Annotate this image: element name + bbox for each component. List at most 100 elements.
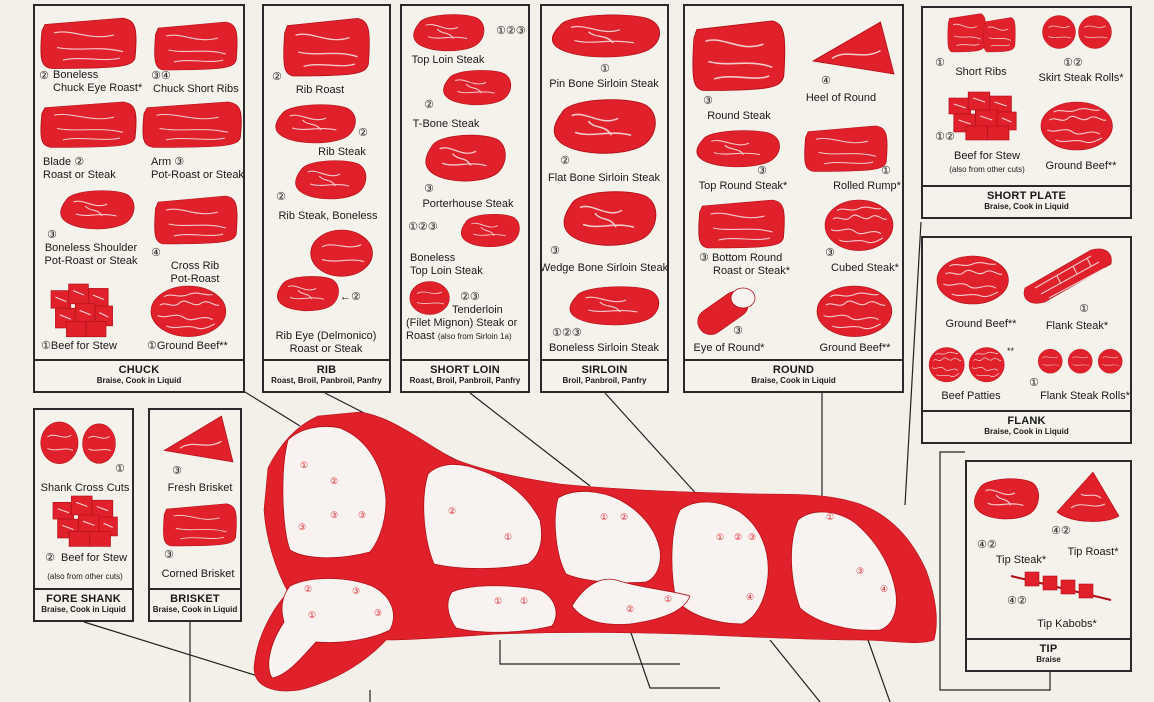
cut-number: ②③ (460, 291, 480, 303)
panel-title: TIP (1039, 643, 1058, 655)
cut-label: Pin Bone Sirloin Steak (549, 78, 659, 90)
cut-label: Ground Beef** (1045, 160, 1117, 172)
cut-number: ③④ (151, 70, 171, 82)
cut-label: Porterhouse Steak (422, 198, 514, 210)
cut-label: Eye of Round* (693, 342, 765, 354)
cut-number: ④② (1051, 525, 1071, 537)
svg-text:③: ③ (298, 522, 306, 532)
cut-label: Corned Brisket (161, 568, 235, 580)
svg-text:②: ② (330, 476, 338, 486)
cut-label: ①Ground Beef** (147, 340, 228, 352)
panel-subtitle: Broil, Panbroil, Panfry (562, 376, 647, 385)
svg-text:①: ① (716, 532, 724, 542)
cut-number: ③ (164, 549, 174, 561)
cut-label: Heel of Round (805, 92, 877, 104)
panel-footer: SHORT PLATE Braise, Cook in Liquid (923, 185, 1130, 217)
cut-note: (also from other cuts) (47, 572, 123, 581)
panel-footer: BRISKET Braise, Cook in Liquid (150, 588, 240, 620)
panel-footer: SIRLOIN Broil, Panbroil, Panfry (542, 359, 667, 391)
svg-text:①: ① (664, 594, 672, 604)
cut-number: ** (1007, 346, 1015, 356)
panel-title: FORE SHANK (46, 593, 121, 605)
svg-text:①: ① (300, 460, 308, 470)
cut-label: Flank Steak Rolls* (1040, 390, 1130, 402)
cut-sections (268, 426, 897, 679)
panel-subtitle: Braise, Cook in Liquid (984, 427, 1069, 436)
cut-label: Ground Beef** (945, 318, 1017, 330)
fore-shank-panel: ① Shank Cross Cuts ② Beef for Stew (also… (33, 408, 134, 622)
cut-number: ① (935, 57, 945, 69)
panel-footer: FORE SHANK Braise, Cook in Liquid (35, 588, 132, 620)
svg-text:③: ③ (352, 586, 360, 596)
cut-number: ③ (424, 183, 434, 195)
panel-footer: TIP Braise (967, 638, 1130, 670)
panel-footer: FLANK Braise, Cook in Liquid (923, 410, 1130, 442)
svg-text:①: ① (520, 596, 528, 606)
svg-text:②: ② (734, 532, 742, 542)
svg-text:②: ② (448, 506, 456, 516)
cut-number: ③ (47, 229, 57, 241)
cut-number: ④② (977, 539, 997, 551)
cut-number: ② (39, 70, 49, 82)
short-loin-panel: ①②③ Top Loin Steak ② T-Bone Steak ③ Port… (400, 4, 530, 393)
cut-label: Beef for Stew(also from other cuts) (949, 150, 1025, 174)
cut-number: ② (358, 127, 368, 139)
panel-title: FLANK (1007, 415, 1046, 427)
cut-label: Rolled Rump* (833, 180, 901, 192)
panel-subtitle: Braise, Cook in Liquid (751, 376, 836, 385)
panel-title: ROUND (772, 364, 815, 376)
cut-number: ③ (733, 325, 743, 337)
panel-title: SIRLOIN (581, 364, 628, 376)
cut-label: ①Beef for Stew (41, 340, 117, 352)
cut-label: Fresh Brisket (167, 482, 233, 494)
cut-number: ② (272, 71, 282, 83)
svg-text:①: ① (504, 532, 512, 542)
panel-title: RIB (316, 364, 337, 376)
cut-number: ①② (935, 131, 955, 143)
cut-label: Shank Cross Cuts (40, 482, 130, 494)
cut-label: Rib Steak, Boneless (278, 210, 378, 222)
cut-number: ③ (172, 465, 182, 477)
svg-text:①: ① (826, 512, 834, 522)
round-panel: ③ Round Steak ④ Heel of Round ③ Top Roun… (683, 4, 904, 393)
cut-number: ①②③ (552, 327, 582, 339)
cut-label: Tip Roast* (1067, 546, 1119, 558)
rib-panel: ② Rib Roast ② Rib Steak ② Rib Steak, Bon… (262, 4, 391, 393)
cut-number: ①②③ (496, 25, 526, 37)
cut-number: ① (881, 165, 891, 177)
svg-text:③: ③ (748, 532, 756, 542)
tip-panel: ④② Tip Steak* ④② Tip Roast* ④② Tip Kabob… (965, 460, 1132, 672)
cut-label: Rib Roast (295, 84, 345, 96)
svg-text:③: ③ (330, 510, 338, 520)
cut-label: Skirt Steak Rolls* (1038, 72, 1124, 84)
svg-text:④: ④ (880, 584, 888, 594)
panel-title: BRISKET (170, 593, 220, 605)
svg-text:①: ① (494, 596, 502, 606)
svg-text:③: ③ (642, 512, 650, 522)
svg-text:④: ④ (380, 526, 388, 536)
cut-number: ←② (340, 291, 361, 303)
panel-title: CHUCK (118, 364, 160, 376)
cut-number: ② (276, 191, 286, 203)
panel-footer: SHORT LOIN Roast, Broil, Panbroil, Panfr… (402, 359, 528, 391)
panel-subtitle: Braise, Cook in Liquid (96, 376, 182, 385)
svg-text:④: ④ (746, 592, 754, 602)
panel-footer: CHUCK Braise, Cook in Liquid (35, 359, 243, 391)
cut-number: ① (1079, 303, 1089, 315)
svg-text:②: ② (304, 584, 312, 594)
sirloin-panel: ① Pin Bone Sirloin Steak ② Flat Bone Sir… (540, 4, 669, 393)
panel-subtitle: Braise, Cook in Liquid (41, 605, 126, 614)
flank-panel: Ground Beef** ① Flank Steak* ** Beef Pat… (921, 236, 1132, 444)
cut-number: ①②③ (408, 221, 438, 233)
cut-number: ④ (821, 75, 831, 87)
cut-label: Ground Beef** (819, 342, 891, 354)
cut-label: Boneless Sirloin Steak (548, 342, 660, 354)
svg-text:②: ② (620, 512, 628, 522)
cut-number: ② (424, 99, 434, 111)
panel-footer: ROUND Braise, Cook in Liquid (685, 359, 902, 391)
svg-text:②: ② (626, 604, 634, 614)
